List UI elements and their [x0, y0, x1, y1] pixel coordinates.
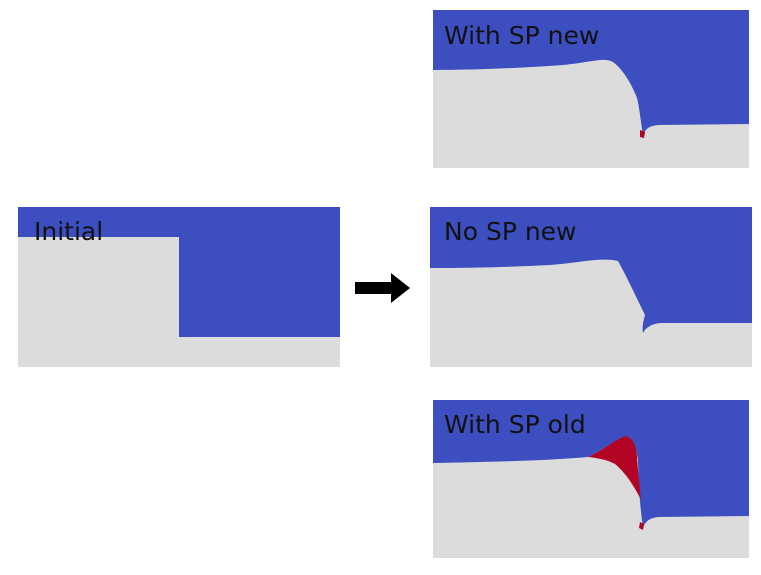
panel-label: With SP new [444, 21, 600, 50]
panel-with-sp-old: With SP old [433, 400, 749, 558]
panel-with-sp-new: With SP new [433, 10, 749, 168]
highlight-region [588, 436, 641, 500]
water-region [433, 400, 749, 528]
panel-initial: Initial [18, 207, 340, 367]
initial-state-image [18, 207, 340, 367]
highlight-region [640, 130, 645, 138]
with-sp-old-image [433, 400, 749, 558]
water-region [18, 207, 340, 337]
panel-label: No SP new [444, 217, 577, 246]
panel-label: With SP old [444, 410, 586, 439]
with-sp-new-image [433, 10, 749, 168]
panel-label: Initial [34, 217, 104, 246]
water-region [433, 10, 749, 136]
highlight-tip [639, 522, 644, 530]
arrow-right-icon [355, 273, 411, 303]
panel-no-sp-new: No SP new [430, 207, 752, 367]
no-sp-new-image [430, 207, 752, 367]
water-region [430, 207, 752, 333]
